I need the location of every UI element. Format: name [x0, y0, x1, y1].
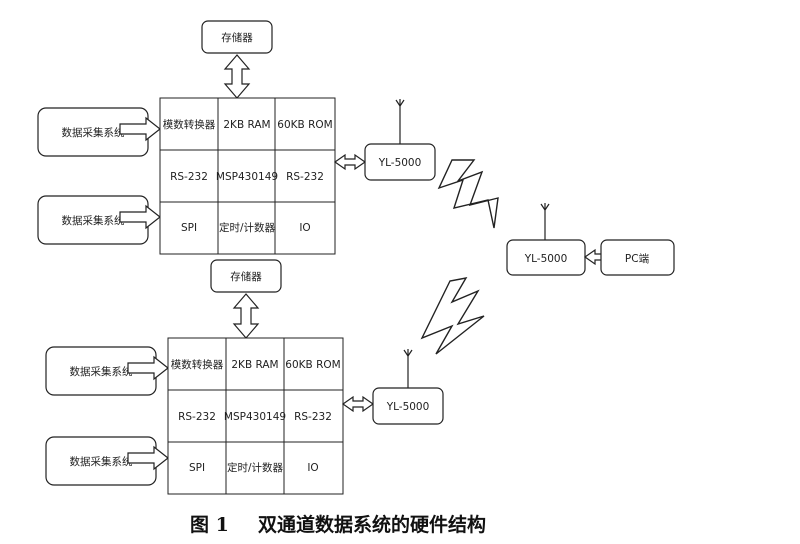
upper-antenna-icon	[395, 99, 405, 144]
lower-acq-arrow-1	[127, 355, 169, 381]
caption-text: 双通道数据系统的硬件结构	[258, 513, 486, 536]
lower-acq-label-2: 数据采集系统	[70, 455, 133, 468]
upper-cell-rom: 60KB ROM	[277, 119, 332, 131]
lower-cell-ram: 2KB RAM	[231, 359, 278, 371]
caption-number: 图 1	[190, 514, 229, 536]
lower-wireless-bolt-icon	[420, 277, 485, 355]
upper-memory-arrow	[223, 54, 251, 99]
upper-wireless-bolt-icon	[437, 159, 499, 229]
lower-antenna-icon	[403, 349, 413, 388]
upper-acq-arrow-2	[119, 204, 161, 230]
upper-cell-spi: SPI	[181, 222, 197, 234]
upper-radio-label: YL-5000	[378, 157, 422, 169]
lower-cell-rom: 60KB ROM	[285, 359, 340, 371]
lower-acq-arrow-2	[127, 445, 169, 471]
upper-cell-adc: 模数转换器	[163, 118, 216, 131]
upper-mcu-grid	[159, 97, 336, 255]
upper-cell-timer: 定时/计数器	[219, 221, 276, 234]
upper-cell-ram: 2KB RAM	[223, 119, 270, 131]
lower-cell-rs232-left: RS-232	[178, 411, 216, 423]
upper-memory-box	[201, 20, 273, 54]
upper-cell-rs232-right: RS-232	[286, 171, 324, 183]
upper-system: 存储器 数据采集系统 数据采集系统 模数转换器 2KB RAM 60KB ROM…	[37, 20, 436, 255]
lower-mcu-grid	[167, 337, 344, 495]
lower-cell-io: IO	[307, 462, 318, 474]
upper-cell-io: IO	[299, 222, 310, 234]
lower-memory-arrow	[232, 293, 260, 339]
lower-acq-label-1: 数据采集系统	[70, 365, 133, 378]
pc-box	[600, 239, 675, 276]
receiver-antenna-icon	[540, 203, 550, 240]
lower-cell-spi: SPI	[189, 462, 205, 474]
receiver-radio-label: YL-5000	[524, 253, 568, 265]
lower-cell-rs232-right: RS-232	[294, 411, 332, 423]
upper-cell-rs232-left: RS-232	[170, 171, 208, 183]
lower-system: 存储器 数据采集系统 数据采集系统 模数转换器 2KB RAM 60KB ROM…	[45, 259, 444, 495]
upper-acq-arrow-1	[119, 116, 161, 142]
upper-cell-mcu: MSP430149	[216, 171, 278, 183]
upper-acq-label-2: 数据采集系统	[62, 214, 125, 227]
lower-memory-box	[210, 259, 282, 293]
upper-acq-label-1: 数据采集系统	[62, 126, 125, 139]
lower-cell-timer: 定时/计数器	[227, 461, 284, 474]
upper-radio-connector	[333, 153, 367, 171]
lower-radio-label: YL-5000	[386, 401, 430, 413]
figure-caption: 图 1 双通道数据系统的硬件结构	[190, 513, 486, 536]
pc-label: PC端	[625, 252, 650, 265]
lower-cell-mcu: MSP430149	[224, 411, 286, 423]
receiver-system: YL-5000 PC端	[506, 203, 675, 276]
lower-memory-label: 存储器	[230, 270, 262, 283]
lower-cell-adc: 模数转换器	[171, 358, 224, 371]
upper-memory-label: 存储器	[221, 31, 253, 44]
lower-radio-connector	[341, 395, 375, 413]
